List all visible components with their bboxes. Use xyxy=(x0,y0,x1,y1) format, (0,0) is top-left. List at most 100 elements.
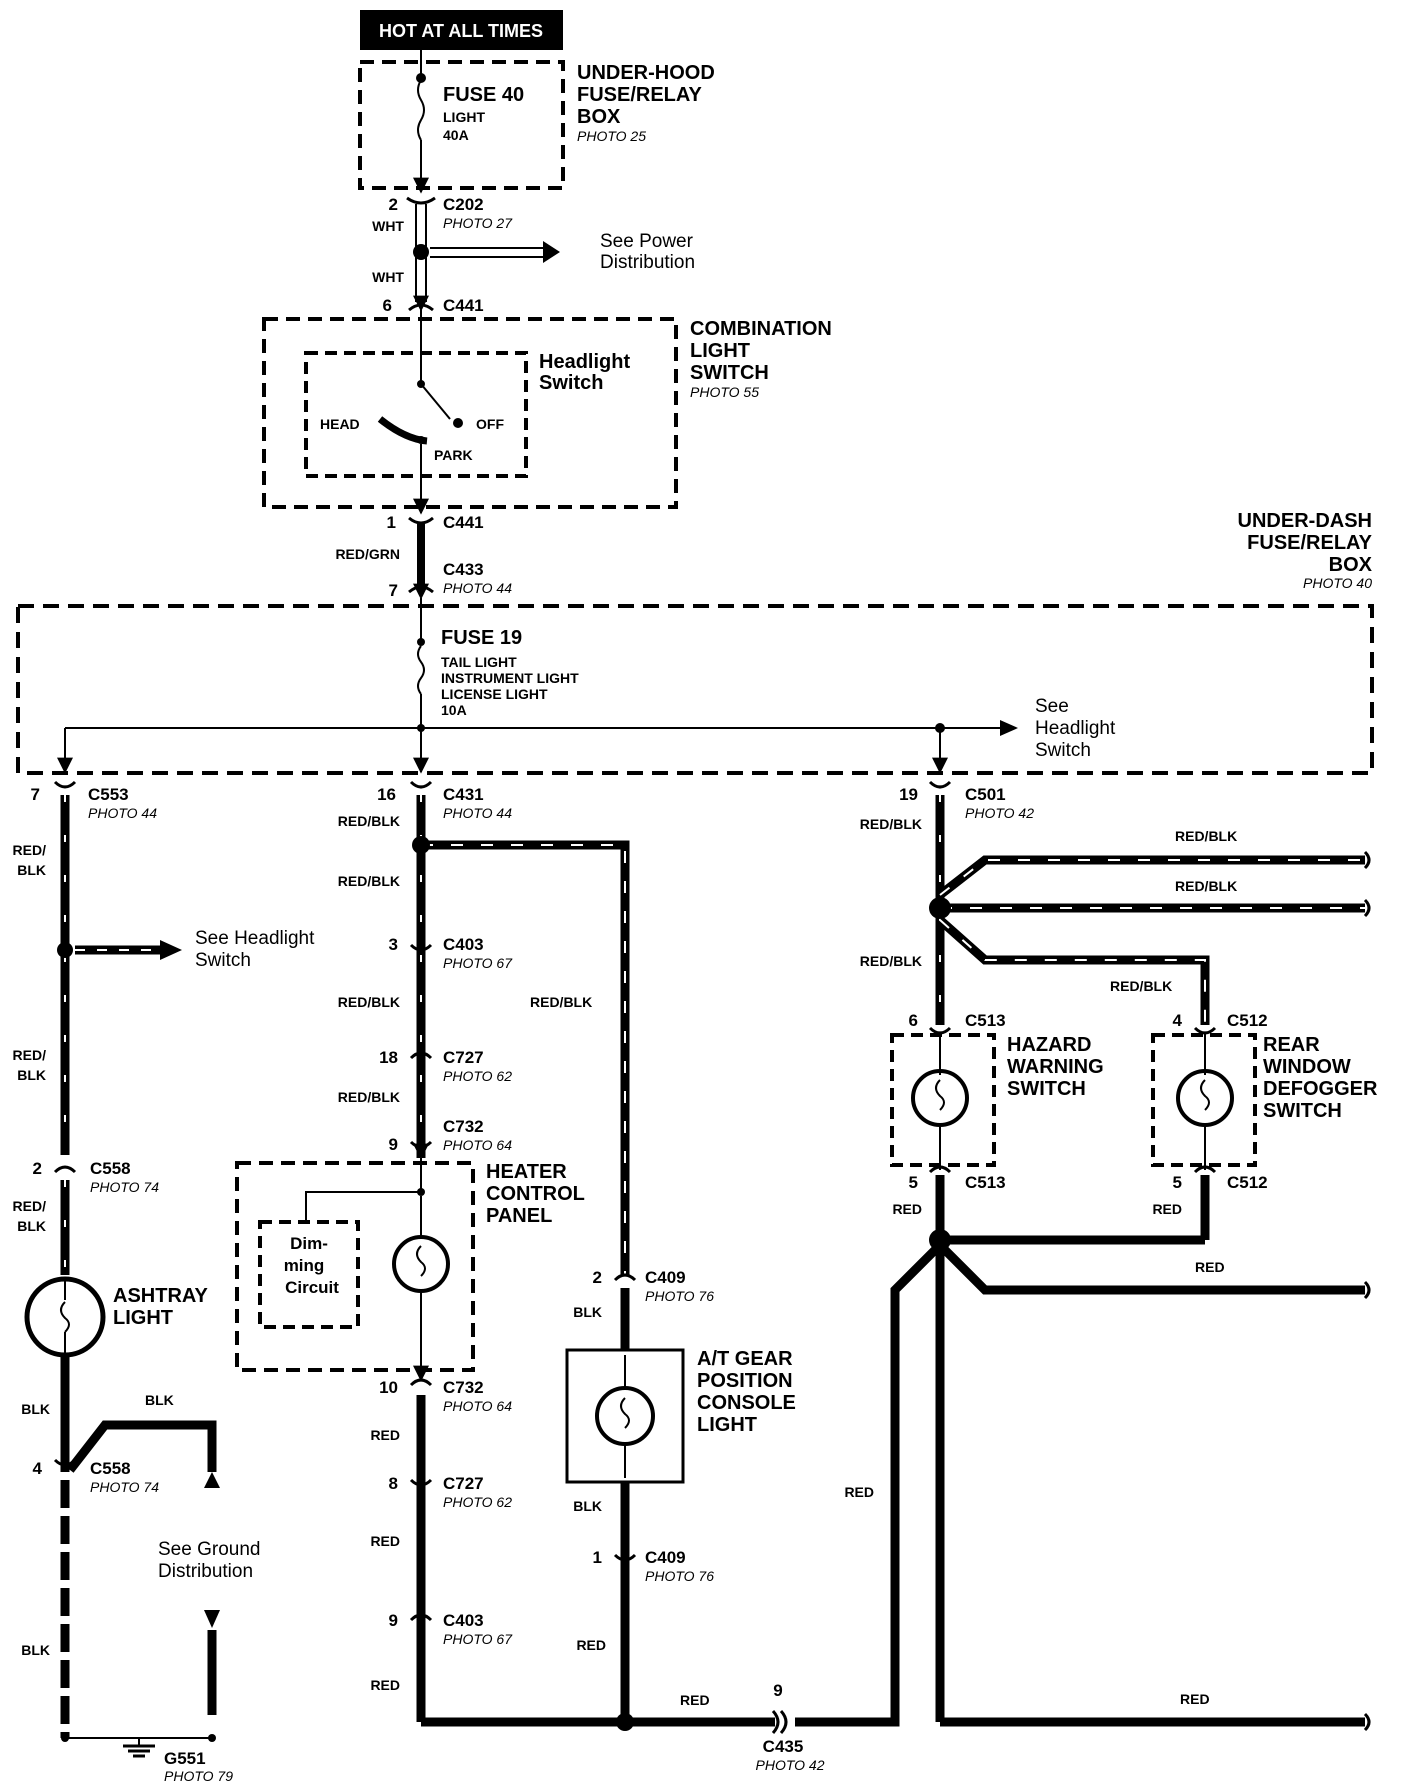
text-label: C409 xyxy=(645,1268,686,1287)
text-label: WINDOW xyxy=(1263,1056,1351,1078)
text-label: 2 xyxy=(389,195,398,214)
text-label: PHOTO 76 xyxy=(645,1288,714,1304)
connector-c441-pin6: 6 C441 xyxy=(383,296,484,315)
text-label: C501 xyxy=(965,785,1006,804)
text-label: DEFOGGER xyxy=(1263,1078,1378,1100)
text-label: C202 xyxy=(443,195,484,214)
wire-right-column xyxy=(935,795,1365,1727)
text-label: LIGHT xyxy=(697,1414,757,1436)
text-label: C403 xyxy=(443,1611,484,1630)
text-label: C431 xyxy=(443,785,484,804)
text-label: RED xyxy=(370,1427,400,1443)
text-label: ASHTRAY xyxy=(113,1285,208,1307)
connector-c558-pin4: 4 C558 PHOTO 74 xyxy=(33,1458,159,1495)
text-label: PHOTO 74 xyxy=(90,1179,159,1195)
text-label: PHOTO 27 xyxy=(443,215,513,231)
wire-label-red-grn: RED/GRN xyxy=(335,546,400,562)
text-label: PHOTO 62 xyxy=(443,1068,512,1084)
text-label: 1 xyxy=(387,513,396,532)
text-label: BLK xyxy=(573,1304,602,1320)
text-label: C409 xyxy=(645,1548,686,1567)
splice-c202 xyxy=(413,244,429,260)
text-label: BLK xyxy=(21,1642,50,1658)
text-label: RED/BLK xyxy=(1175,878,1237,894)
connector-c732-pin10: 10 C732 PHOTO 64 xyxy=(379,1378,512,1414)
text-label: BLK xyxy=(17,1218,46,1234)
switch-off-label: OFF xyxy=(476,416,504,432)
text-label: HAZARD xyxy=(1007,1034,1091,1056)
text-label: 9 xyxy=(773,1681,782,1700)
combo-switch-title-1: COMBINATION xyxy=(690,318,832,340)
connector-c435: 9 C435 PHOTO 42 xyxy=(756,1681,825,1773)
splice-c501 xyxy=(929,897,951,919)
switch-head-label: HEAD xyxy=(320,416,360,432)
text-label: PHOTO 79 xyxy=(164,1768,233,1784)
note-see-headlight-b-1: See Headlight xyxy=(195,928,315,949)
text-label: C558 xyxy=(90,1459,131,1478)
text-label: BLK xyxy=(145,1392,174,1408)
text-label: 7 xyxy=(31,785,40,804)
splice-c431 xyxy=(412,836,430,854)
note-see-headlight-a-2: Headlight xyxy=(1035,718,1116,739)
text-label: 19 xyxy=(899,785,918,804)
switch-park-contact xyxy=(417,436,425,444)
headlight-switch-title-2: Switch xyxy=(539,372,603,394)
text-label: PHOTO 42 xyxy=(756,1757,825,1773)
text-label: 9 xyxy=(389,1611,398,1630)
text-label: Dim- xyxy=(290,1234,328,1253)
text-label: 4 xyxy=(1173,1011,1183,1030)
text-label: A/T GEAR xyxy=(697,1348,793,1370)
text-label: RED xyxy=(576,1637,606,1653)
connector-c501: 19 C501 PHOTO 42 xyxy=(899,780,1034,821)
connector-c431: 16 C431 PHOTO 44 xyxy=(377,780,512,821)
text-label: C513 xyxy=(965,1173,1006,1192)
heater-control-panel: Dim- ming Circuit HEATER CONTROL PANEL xyxy=(235,1143,585,1382)
arrow-see-headlight-b xyxy=(160,940,182,960)
arrow-see-headlight-a xyxy=(1000,720,1018,736)
text-label: PHOTO 67 xyxy=(443,955,513,971)
text-label: HEATER xyxy=(486,1161,567,1183)
note-see-ground-1: See Ground xyxy=(158,1539,260,1560)
under-dash-title-3: BOX xyxy=(1329,554,1373,576)
text-label: RED/BLK xyxy=(338,813,400,829)
combo-switch-title-3: SWITCH xyxy=(690,362,769,384)
note-see-ground-2: Distribution xyxy=(158,1561,253,1582)
fuse-19-symbol xyxy=(417,645,425,695)
fuse-40-amp: 40A xyxy=(443,127,469,143)
rear-window-defogger-switch: 4 C512 5 C512 REAR WINDOW DEFOGGER SWITC… xyxy=(1151,1011,1378,1192)
connector-c403-pin3: 3 C403 PHOTO 67 xyxy=(389,935,514,971)
text-label: C512 xyxy=(1227,1011,1268,1030)
fuse-19-label: FUSE 19 xyxy=(441,627,522,649)
text-label: 8 xyxy=(389,1474,398,1493)
text-label: C433 xyxy=(443,560,484,579)
text-label: BLK xyxy=(573,1498,602,1514)
wire-at-gear-column xyxy=(421,840,944,1727)
hot-at-all-times-banner: HOT AT ALL TIMES xyxy=(360,10,563,50)
connector-c433: C433 PHOTO 44 7 xyxy=(389,560,513,600)
text-label: C727 xyxy=(443,1048,484,1067)
splice-red-right xyxy=(929,1229,951,1251)
text-label: C441 xyxy=(443,296,484,315)
arrow-see-power xyxy=(543,241,560,263)
heater-bulb-icon xyxy=(392,1235,450,1293)
text-label: PHOTO 44 xyxy=(443,580,512,596)
combo-switch-photo: PHOTO 55 xyxy=(690,384,759,400)
text-label: RED/BLK xyxy=(338,873,400,889)
text-label: 6 xyxy=(909,1011,918,1030)
text-label: G551 xyxy=(164,1749,206,1768)
under-dash-title-1: UNDER-DASH xyxy=(1238,510,1372,532)
fuse-40-symbol xyxy=(417,79,425,141)
fuse-19-desc-2: INSTRUMENT LIGHT xyxy=(441,670,579,686)
switch-off-contact xyxy=(453,418,463,428)
note-see-power-1: See Power xyxy=(600,231,694,252)
connector-c441-pin1: 1 C441 xyxy=(387,513,484,532)
text-label: C732 xyxy=(443,1117,484,1136)
under-hood-title-3: BOX xyxy=(577,106,621,128)
text-label: PHOTO 67 xyxy=(443,1631,513,1647)
splice-red-bottom xyxy=(616,1713,634,1731)
text-label: C435 xyxy=(763,1737,804,1756)
text-label: RED/BLK xyxy=(860,953,922,969)
text-label: RED/BLK xyxy=(530,994,592,1010)
fuse-40-desc: LIGHT xyxy=(443,109,485,125)
